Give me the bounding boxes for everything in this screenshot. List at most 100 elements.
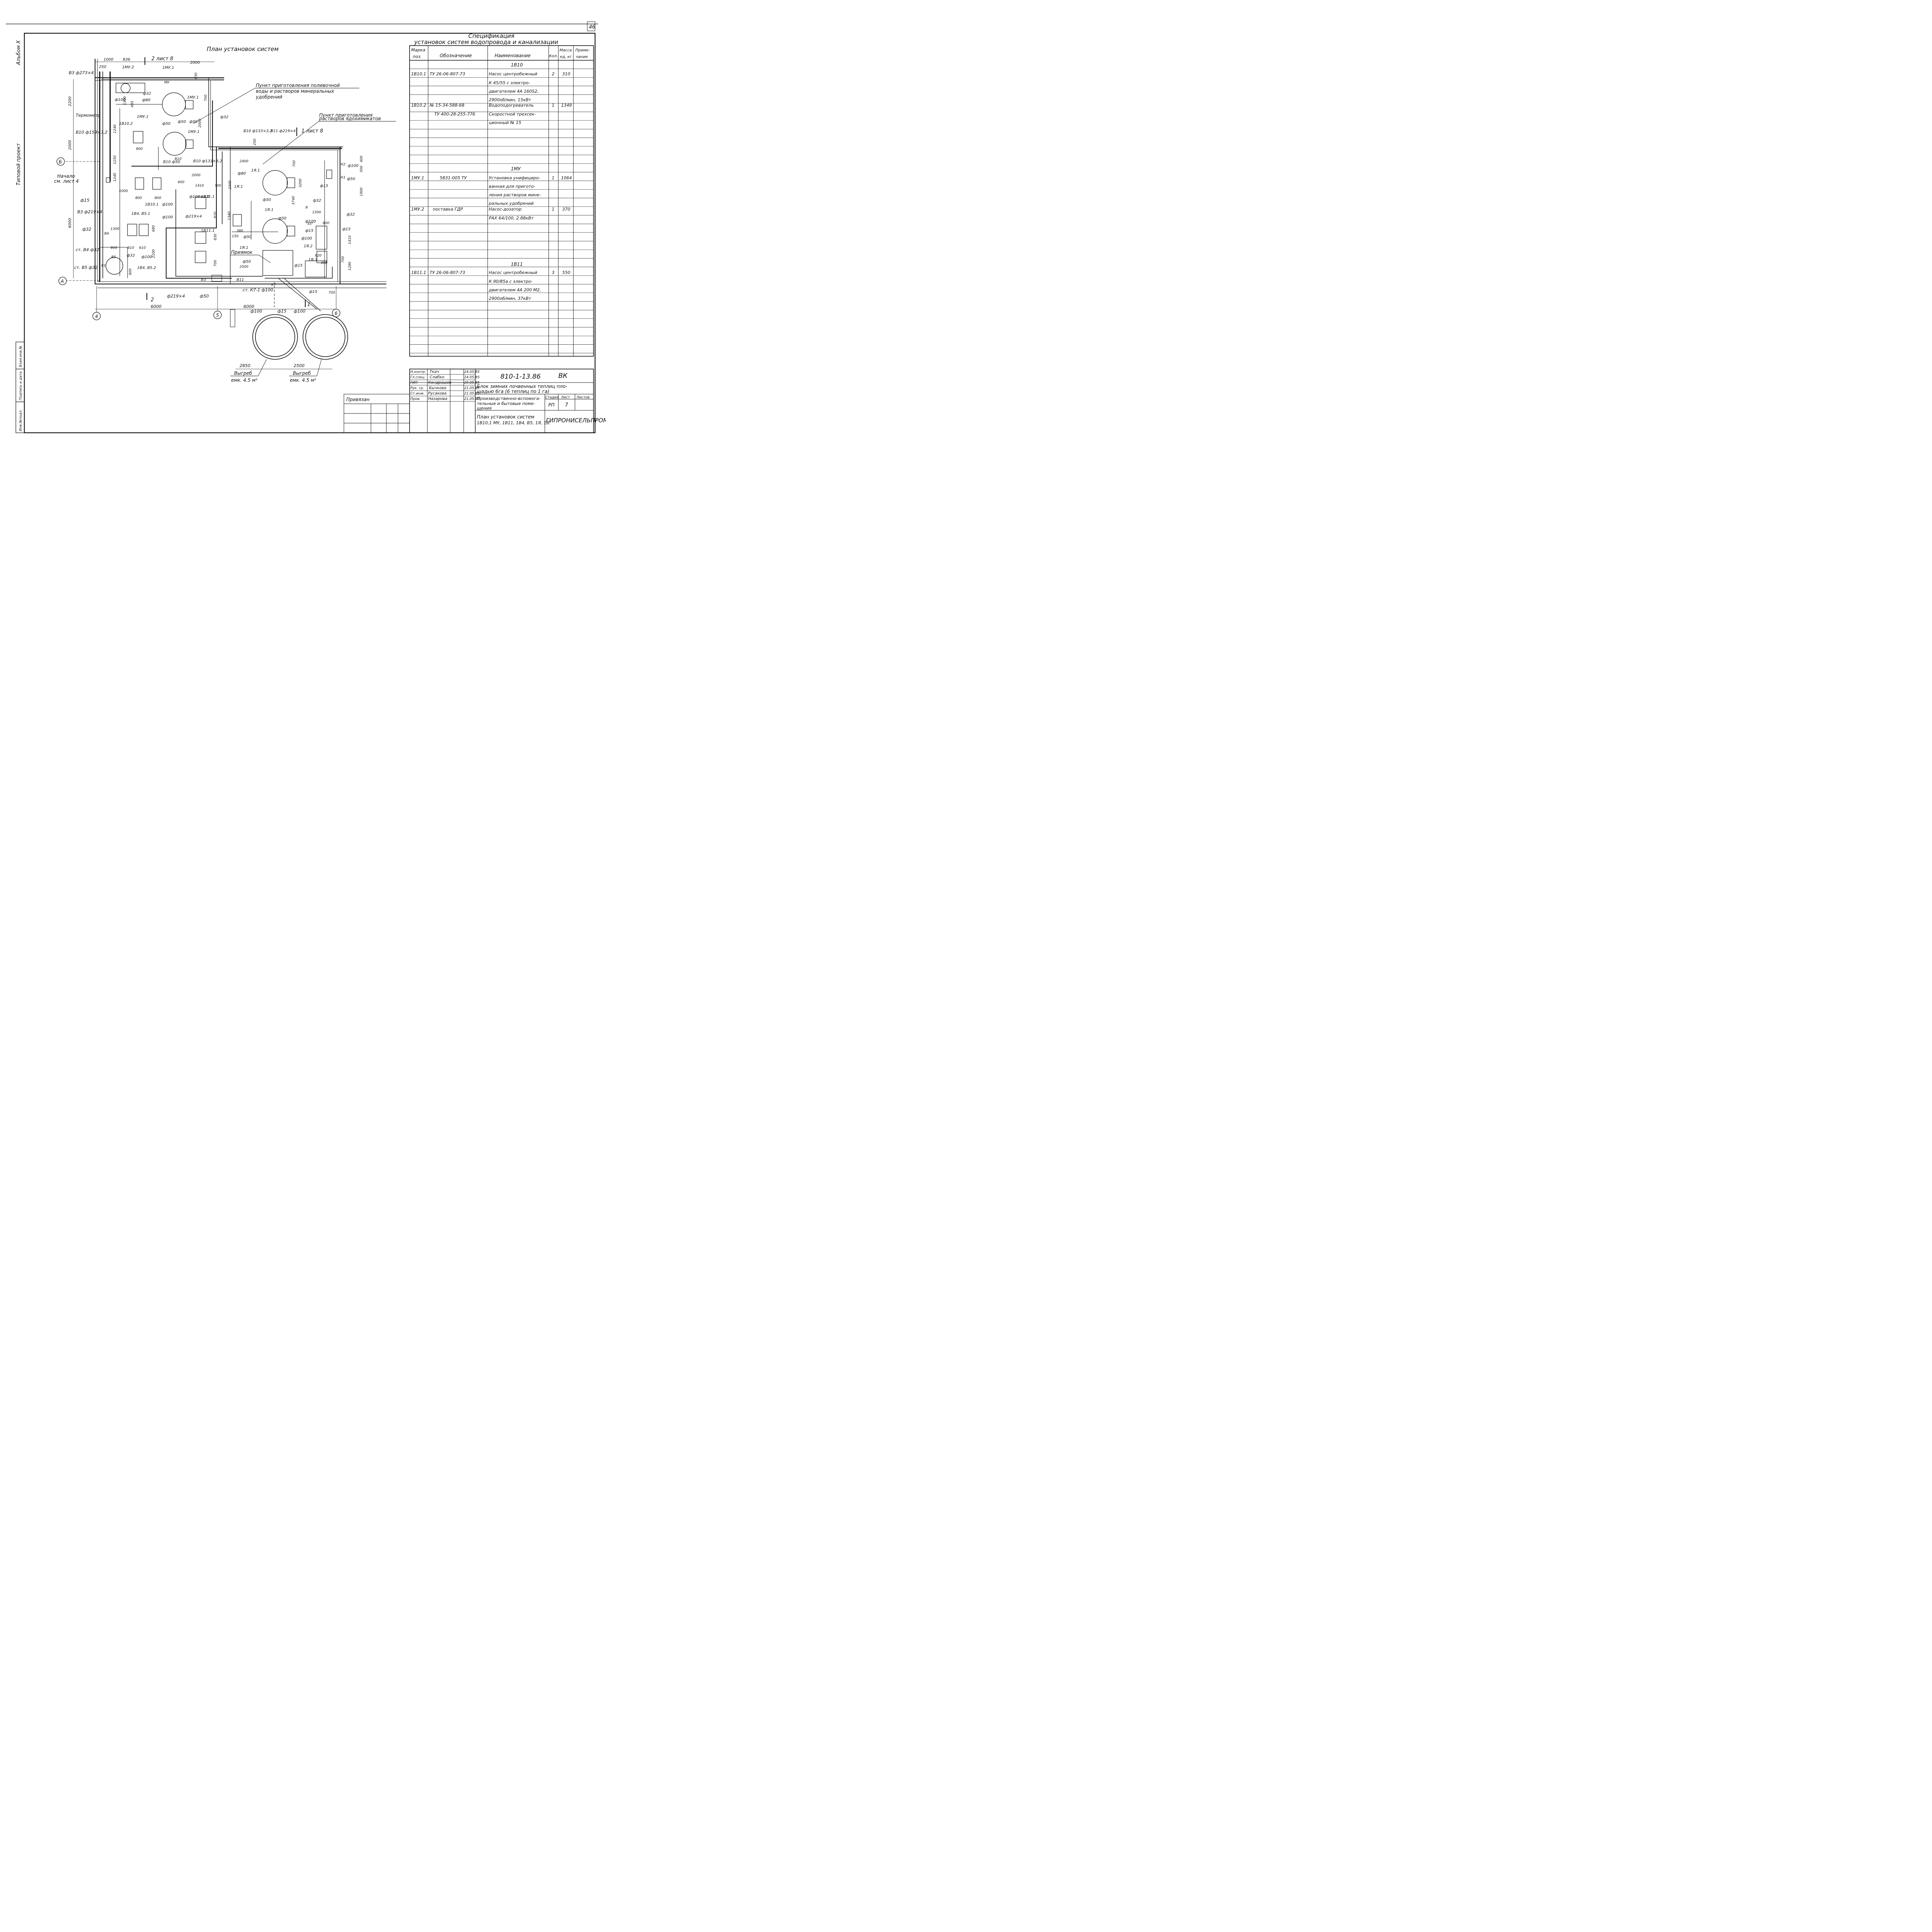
pipe-label-36: ф100 <box>305 219 316 224</box>
dim-mid-23: 610 <box>139 246 146 250</box>
stamp-date: 21.05.85 <box>464 397 480 401</box>
callout-poliv-2: воды и растворов минеральных <box>256 88 335 94</box>
net-mark-5: В11 <box>236 278 244 282</box>
spec-row-name-line: РАХ 64/100, 2.88кВт <box>489 216 534 221</box>
stamp-doc-code: 810-1-13.86 <box>500 373 541 381</box>
pipe-label-33: ф15 <box>309 290 317 294</box>
tank-1-capacity: емк. 4.5 м³ <box>231 378 257 383</box>
spec-row-qty: 1 <box>552 103 554 108</box>
stamp-date: 20.05.85 <box>464 381 480 385</box>
dim-bottom-2: 2850 <box>240 363 250 368</box>
spec-row-name-line: ционный № 15 <box>489 120 521 125</box>
dim-mid-21: 680 <box>152 225 156 232</box>
stamp-person: Бычкова <box>429 386 446 390</box>
net-mark-7: К2 <box>341 163 345 167</box>
dim-mid-37: 150 <box>232 235 238 238</box>
stamp-person: Русакова <box>428 391 447 396</box>
pipe-label-13: В10 ф133×3,2 <box>193 159 222 163</box>
pipe-label-4: ф32 <box>82 227 91 232</box>
spec-row-qty: 3 <box>552 270 554 275</box>
callout-termometr: Термометр <box>76 113 100 118</box>
pipe-label-5: ст. В4 ф32 <box>76 247 99 252</box>
equip-mark-6: 1В10.1 <box>145 202 159 207</box>
axis-mark-5: 5 <box>216 313 219 318</box>
spec-row-designation: поставка ГДР <box>433 207 463 212</box>
spec-row-mark: 1В10.2 <box>411 103 426 108</box>
stamp-role: Гл.спец. <box>410 376 425 379</box>
net-mark-9: МУ <box>164 81 170 85</box>
side-stamp <box>15 342 25 433</box>
net-mark-10: Я <box>305 206 308 210</box>
spec-row-designation: ТУ 26-06-807-73 <box>430 71 465 77</box>
pipe-label-0: В3 ф273×4 <box>69 70 94 75</box>
spec-row-designation: ТУ 400-28-255-776 <box>434 112 475 117</box>
stamp-role: Пров. <box>410 397 420 401</box>
dim-mid-36: 380 <box>236 229 243 233</box>
dim-mid-7: 800 <box>135 196 142 200</box>
stamp-date: 24.05.85 <box>464 370 480 374</box>
dim-mid-42: 1280 <box>348 262 352 270</box>
pipe-label-16: В11 ф219×4 <box>270 129 296 133</box>
pipe-label-14: В10 ф50 <box>163 160 180 164</box>
dim-mid-13: 1410 <box>195 184 204 188</box>
spec-row-name-line: Насос центробежный <box>489 71 537 77</box>
dim-mid-9: 650 <box>194 73 198 79</box>
dim-mid-15: 820 <box>214 212 218 218</box>
equip-mark-3: 1МУ.1 <box>188 130 200 134</box>
dim-mid-3: 800 <box>136 147 143 151</box>
spec-section-3: 1В11 <box>511 262 523 267</box>
spec-header-name: Наименование <box>495 53 531 58</box>
equip-mark-16: 1Я.1 <box>240 246 248 250</box>
pipe-label-9: ф32 <box>143 92 151 96</box>
stamp-sheet-label: Лист <box>561 396 570 400</box>
pipe-label-29: ф15 <box>342 227 350 231</box>
stamp-building-name: щения <box>477 406 492 411</box>
net-mark-11: 55° <box>307 222 313 226</box>
spec-title-2: установок систем водопровода и канализац… <box>414 39 558 46</box>
net-mark-1: В4 <box>104 232 109 236</box>
net-mark-8: К7 <box>271 283 276 287</box>
plan-equipment <box>105 83 332 277</box>
stamp-sheet-no: 7 <box>565 402 568 408</box>
spec-row-mass: 1349 <box>561 103 572 108</box>
stamp-stage: РП <box>548 402 554 408</box>
spec-row-mark: 1В10.1 <box>411 71 426 77</box>
dim-mid-19: 1300 <box>111 227 119 231</box>
spec-row-name-line: Скоростной трехсек- <box>489 112 536 117</box>
spec-header-mass-1: Масса <box>560 48 572 53</box>
spec-header-note-1: Приме- <box>575 48 590 53</box>
spec-row-mark: 1МУ.1 <box>411 175 424 180</box>
pipe-label-12: ф50 <box>189 120 197 124</box>
drawing-sheet: 46 Альбом X Типовой проект Инв.№подл. По… <box>6 21 606 434</box>
callout-nachalo-2: см. лист 4 <box>54 179 79 184</box>
dim-mid-38: 800 <box>323 221 329 225</box>
spec-row-name-line: Водоподогреватель <box>489 103 534 108</box>
dim-mid-10: 700 <box>204 95 208 101</box>
dim-mid-8: 800 <box>155 196 161 200</box>
pipe-label-27: ф32 <box>347 213 355 217</box>
spec-section-2: 1МУ <box>511 166 521 172</box>
spec-row-name-line: К 45/55 с электро- <box>489 80 530 85</box>
equip-mark-4: 1МУ.1 <box>137 115 149 119</box>
pipe-label-41: ф15 <box>277 309 286 314</box>
dim-mid-40: 300 <box>321 261 327 265</box>
tank-2-capacity: емк. 4.5 м³ <box>290 378 316 383</box>
stamp-role: Н.контр. <box>410 370 426 374</box>
pipe-label-15: В10 ф133×3,2 <box>243 129 272 133</box>
dim-mid-33: 3740 <box>292 196 296 205</box>
pipe-label-7: ф100 <box>115 98 126 102</box>
plan-title: План установок систем <box>207 46 279 53</box>
pipe-label-44: ф100 <box>162 215 173 219</box>
dim-left-2: 6000 <box>68 218 72 228</box>
spec-row-qty: 2 <box>552 71 554 77</box>
axis-mark-6: 6 <box>335 311 338 316</box>
axis-mark-4: 4 <box>95 314 98 319</box>
building-walls <box>95 59 386 327</box>
spec-row-qty: 1 <box>552 207 554 212</box>
spec-row-mark: 1МУ.2 <box>411 207 424 212</box>
spec-grid <box>409 45 594 357</box>
spec-row-name-line: 2900об/мин, 37кВт <box>489 296 531 301</box>
spec-row-mass: 370 <box>562 207 570 212</box>
pipe-label-30: ф100 <box>348 164 359 168</box>
spec-header-mass-2: ед, кг <box>560 55 572 59</box>
